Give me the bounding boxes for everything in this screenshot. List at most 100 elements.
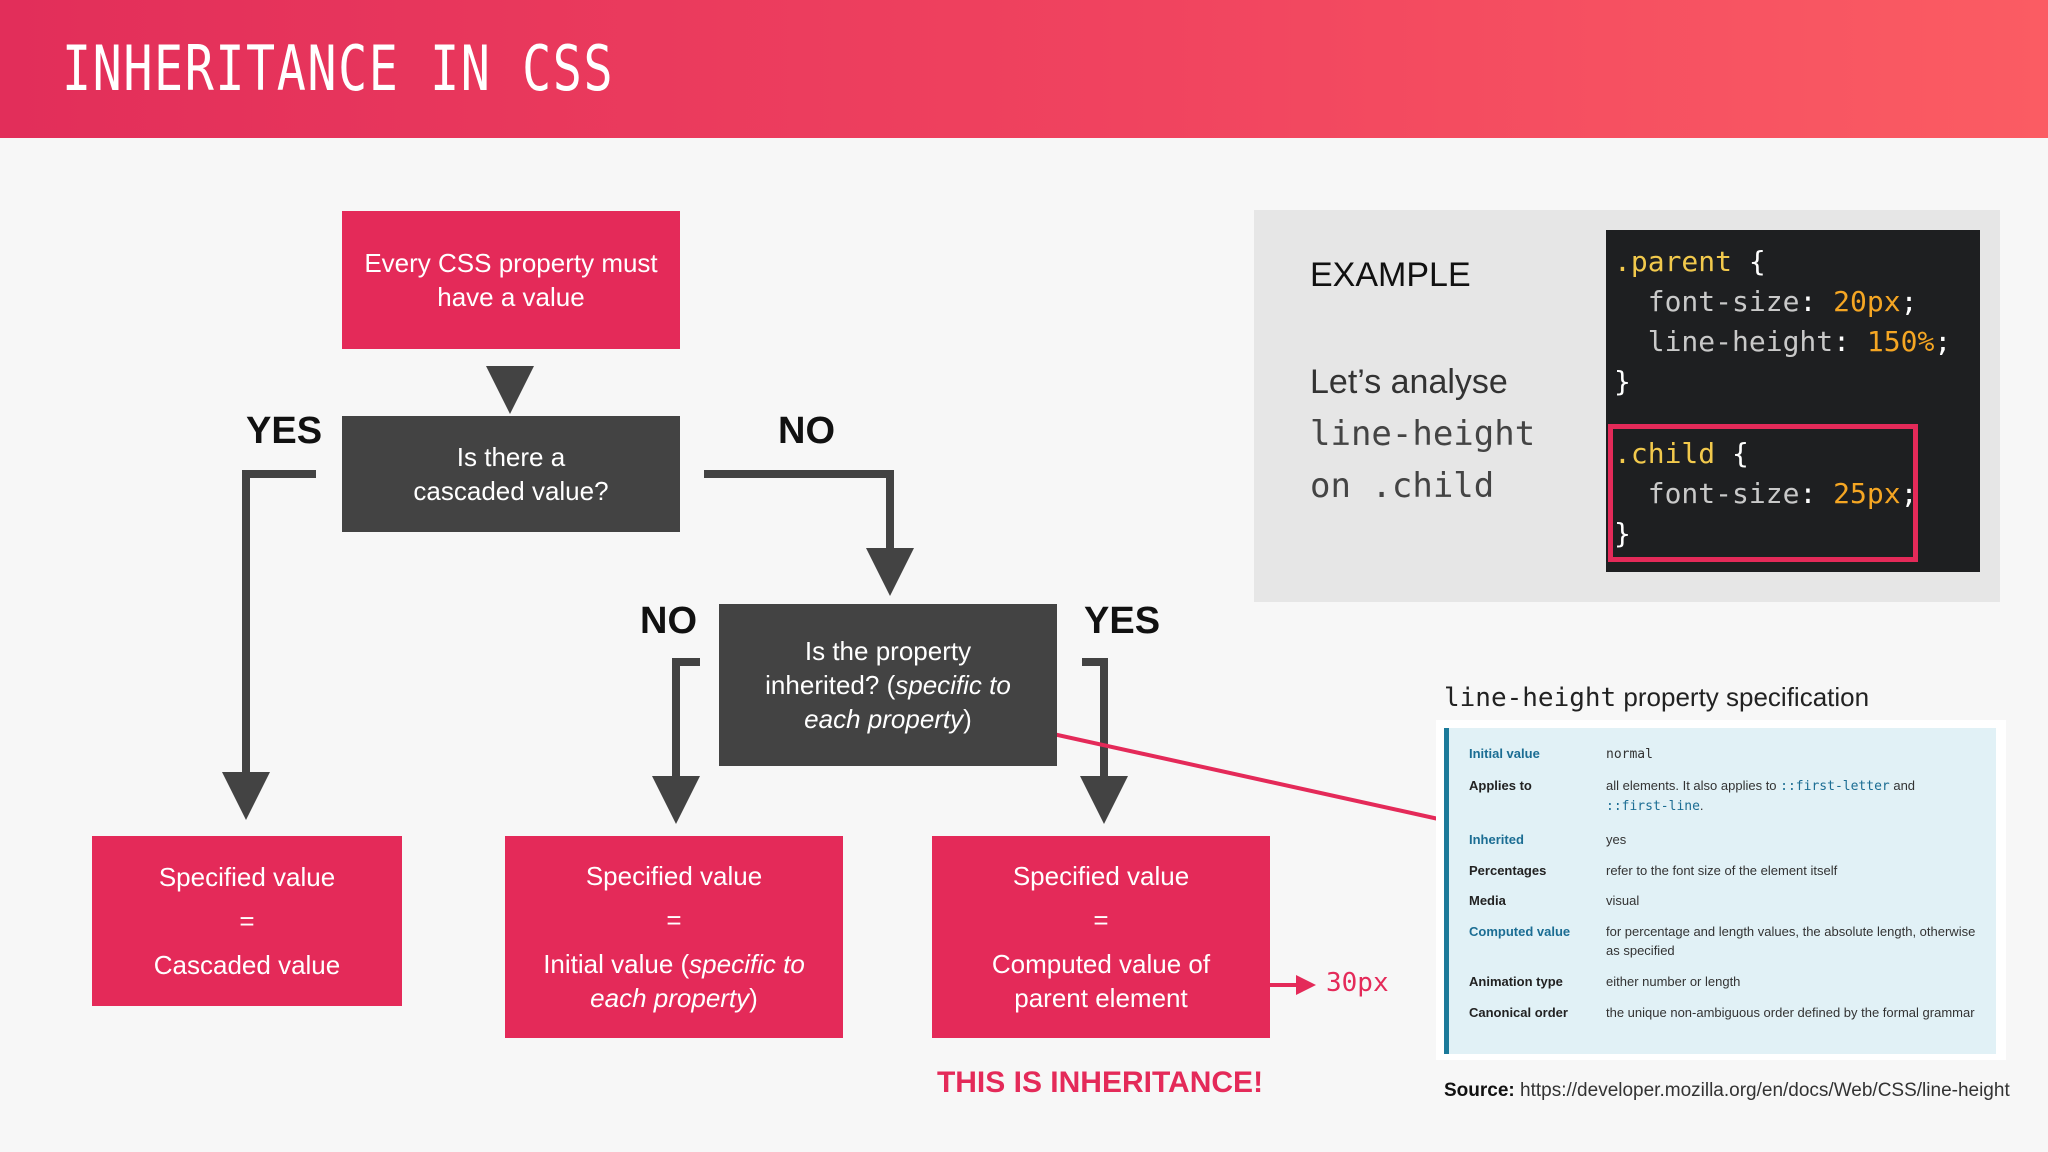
- result-computed-top: Specified value: [1012, 861, 1190, 891]
- no-label-mid: NO: [640, 600, 697, 642]
- spec-key-computed-value[interactable]: Computed value: [1469, 924, 1571, 939]
- start-box: Every CSS property must have a value: [342, 211, 680, 349]
- inherited-question-line-3-italic: each property: [804, 704, 964, 734]
- spec-title-rest: property specification: [1616, 682, 1870, 712]
- spec-key-inherited[interactable]: Inherited: [1469, 832, 1524, 847]
- spec-table: Initial value normal Applies to all elem…: [1444, 728, 1996, 1054]
- result-computed-line-1: Computed value of: [991, 949, 1211, 979]
- spec-val-initial-value: normal: [1606, 744, 1986, 764]
- computed-result-value: 30px: [1326, 968, 1389, 998]
- code-parent-brace: {: [1732, 245, 1766, 278]
- code-parent-line-height-prop: line-height: [1614, 325, 1834, 358]
- spec-val-initial-value-mono: normal: [1606, 747, 1653, 762]
- code-parent-selector: .parent: [1614, 245, 1733, 278]
- spec-title-mono: line-height: [1444, 683, 1617, 713]
- arrow-no-inherited: [652, 658, 700, 824]
- spec-val-applies-to-end: .: [1699, 798, 1704, 813]
- start-line-1: Every CSS property must: [364, 248, 658, 278]
- source-url[interactable]: https://developer.mozilla.org/en/docs/We…: [1514, 1080, 2010, 1101]
- yes-label-left: YES: [246, 410, 323, 452]
- inherited-question-box: Is the property inherited? (specific to …: [719, 604, 1057, 766]
- example-desc-line-3: on .child: [1310, 460, 1535, 512]
- spec-val-media: visual: [1606, 893, 1640, 908]
- code-parent-font-size-val: 20px: [1833, 285, 1901, 318]
- result-computed-eq: =: [1093, 905, 1109, 935]
- code-child-brace: {: [1715, 437, 1749, 470]
- spec-val-first-letter[interactable]: ::first-letter: [1780, 779, 1890, 794]
- result-cascaded-bottom: Cascaded value: [153, 950, 341, 980]
- result-initial-line-1: Initial value (specific to: [543, 947, 805, 981]
- spec-val-applies-to: all elements. It also applies to ::first…: [1606, 776, 1986, 816]
- code-line-4: }: [1614, 365, 1631, 398]
- code-parent-font-size-prop: font-size: [1614, 285, 1800, 318]
- source-citation: Source: https://developer.mozilla.org/en…: [1444, 1080, 2010, 1102]
- no-label-top: NO: [778, 410, 835, 452]
- example-label: EXAMPLE: [1310, 256, 1471, 294]
- code-child-font-size-val: 25px: [1833, 477, 1901, 510]
- code-line-2: font-size: 20px;: [1614, 282, 1980, 322]
- spec-key-media: Media: [1469, 893, 1506, 908]
- code-parent-font-size-colon: :: [1799, 285, 1834, 318]
- cascaded-question-box: Is there a cascaded value?: [342, 416, 680, 532]
- spec-key-animation-type: Animation type: [1469, 974, 1563, 989]
- result-computed-box: Specified value = Computed value of pare…: [932, 836, 1270, 1038]
- arrow-yes-cascaded: [222, 470, 316, 820]
- inherited-question-line-2-italic: specific to: [895, 670, 1011, 700]
- code-parent-font-size-end: ;: [1900, 285, 1918, 318]
- cascaded-question-line-2: cascaded value?: [413, 476, 609, 506]
- spec-key-initial-value[interactable]: Initial value: [1469, 746, 1540, 761]
- spec-key-applies-to: Applies to: [1469, 778, 1532, 793]
- inherited-question-line-3-end: ): [963, 704, 972, 734]
- arrow-yes-inherited: [1080, 658, 1128, 824]
- source-label: Source:: [1444, 1080, 1515, 1101]
- cascaded-question-line-1: Is there a: [456, 442, 566, 472]
- example-desc-line-2: line-height: [1310, 414, 1536, 454]
- spec-val-first-line[interactable]: ::first-line: [1606, 799, 1700, 814]
- code-child-selector: .child: [1614, 437, 1716, 470]
- result-initial-eq: =: [666, 905, 682, 935]
- result-initial-line-2-end: ): [749, 983, 758, 1013]
- result-cascaded-box: Specified value = Cascaded value: [92, 836, 402, 1006]
- code-line-1: .parent {: [1614, 242, 1980, 282]
- result-initial-top: Specified value: [585, 861, 763, 891]
- page-title: INHERITANCE IN CSS: [62, 32, 615, 105]
- spec-key-percentages: Percentages: [1469, 863, 1547, 878]
- inherited-question-line-1: Is the property: [804, 636, 972, 666]
- result-initial-line-2: each property): [590, 981, 758, 1015]
- code-parent-line-height-colon: :: [1833, 325, 1867, 358]
- spec-val-percentages: refer to the font size of the element it…: [1606, 863, 1838, 878]
- spec-val-applies-to-text: all elements. It also applies to: [1606, 778, 1781, 793]
- example-desc-line-3-plain: on: [1310, 466, 1372, 506]
- spec-key-canonical-order: Canonical order: [1469, 1005, 1568, 1020]
- spec-val-canonical-order: the unique non-ambiguous order defined b…: [1606, 1005, 1975, 1020]
- inheritance-note: THIS IS INHERITANCE!: [936, 1066, 1264, 1099]
- result-computed-line-2: parent element: [1014, 983, 1188, 1013]
- code-line-6: font-size: 25px;: [1614, 474, 1980, 514]
- inherited-question-line-3: each property): [804, 702, 972, 736]
- code-parent-line-height-val: 150%: [1866, 325, 1935, 358]
- code-parent-line-height-end: ;: [1934, 325, 1952, 358]
- result-initial-box: Specified value = Initial value (specifi…: [505, 836, 843, 1038]
- child-code-highlight: [1608, 424, 1918, 562]
- spec-val-computed-value: for percentage and length values, the ab…: [1606, 924, 1976, 958]
- code-child-font-size-colon: :: [1799, 477, 1834, 510]
- example-desc-line-1: Let’s analyse: [1310, 363, 1508, 401]
- spec-val-animation-type: either number or length: [1606, 974, 1741, 989]
- result-initial-line-2-italic: each property: [590, 983, 750, 1013]
- yes-label-mid: YES: [1084, 600, 1161, 642]
- spec-val-applies-to-mid: and: [1889, 778, 1916, 793]
- arrow-to-spec-inherited: [1007, 722, 1462, 830]
- inherited-question-line-2: inherited? (specific to: [765, 668, 1011, 702]
- result-initial-line-1-italic: specific to: [689, 949, 805, 979]
- spec-val-inherited: yes: [1606, 832, 1627, 847]
- spec-title: line-height property specification: [1444, 682, 1869, 713]
- start-line-2: have a value: [437, 282, 585, 312]
- arrow-no-cascaded: [704, 470, 914, 596]
- header-banner: INHERITANCE IN CSS: [0, 0, 2048, 138]
- result-cascaded-top: Specified value: [158, 862, 336, 892]
- code-line-5: .child {: [1614, 434, 1980, 474]
- example-description: Let’s analyse line-height on .child: [1310, 356, 1535, 512]
- code-child-font-size-prop: font-size: [1614, 477, 1800, 510]
- code-line-7: }: [1614, 517, 1631, 550]
